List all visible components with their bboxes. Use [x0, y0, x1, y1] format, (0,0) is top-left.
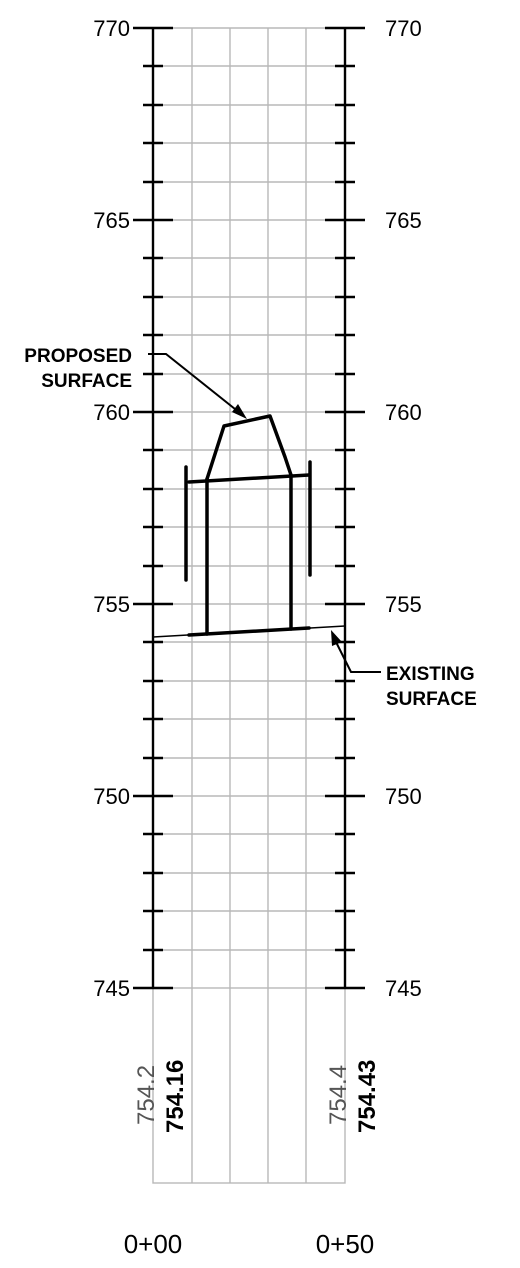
right-elev-label-755: 755: [385, 592, 422, 617]
right-elevation-axis: [325, 26, 365, 990]
existing-surface-label-line2: SURFACE: [386, 689, 477, 710]
right-elev-label-750: 750: [385, 784, 422, 809]
proposed-surface-leader: [148, 353, 241, 414]
left-elev-label-770: 770: [93, 16, 130, 41]
left-elev-label-765: 765: [93, 208, 130, 233]
existing-surface-arrowhead: [331, 630, 342, 646]
left-proposed-elevation: 754.16: [162, 1060, 189, 1133]
right-elev-label-745: 745: [385, 976, 422, 1001]
right-elev-label-770: 770: [385, 16, 422, 41]
station-label-0-00: 0+00: [124, 1229, 183, 1259]
right-proposed-elevation: 754.43: [354, 1060, 381, 1133]
proposed-structure: [184, 414, 312, 637]
left-elevation-axis: [133, 26, 173, 990]
right-elev-label-760: 760: [385, 400, 422, 425]
proposed-surface-label-line2: SURFACE: [41, 371, 132, 392]
left-elev-label-760: 760: [93, 400, 130, 425]
existing-surface-leader: [334, 639, 381, 673]
structure-top-beam: [187, 473, 311, 484]
proposed-surface-label-line1: PROPOSED: [24, 346, 132, 367]
left-elevation-labels: 770 765 760 755 750 745: [93, 16, 130, 1001]
proposed-surface-arrowhead: [232, 404, 247, 419]
structure-bottom-beam: [187, 626, 311, 637]
left-elev-label-755: 755: [93, 592, 130, 617]
right-existing-elevation: 754.4: [325, 1065, 352, 1125]
elevation-table: [152, 987, 346, 1184]
proposed-surface-profile: [205, 414, 293, 481]
left-elev-label-745: 745: [93, 976, 130, 1001]
left-existing-elevation: 754.2: [133, 1065, 160, 1125]
right-elev-label-765: 765: [385, 208, 422, 233]
station-label-0-50: 0+50: [316, 1229, 375, 1259]
right-elevation-labels: 770 765 760 755 750 745: [385, 16, 422, 1001]
grid: [153, 27, 345, 988]
left-elev-label-750: 750: [93, 784, 130, 809]
existing-surface-label-line1: EXISTING: [386, 664, 475, 685]
